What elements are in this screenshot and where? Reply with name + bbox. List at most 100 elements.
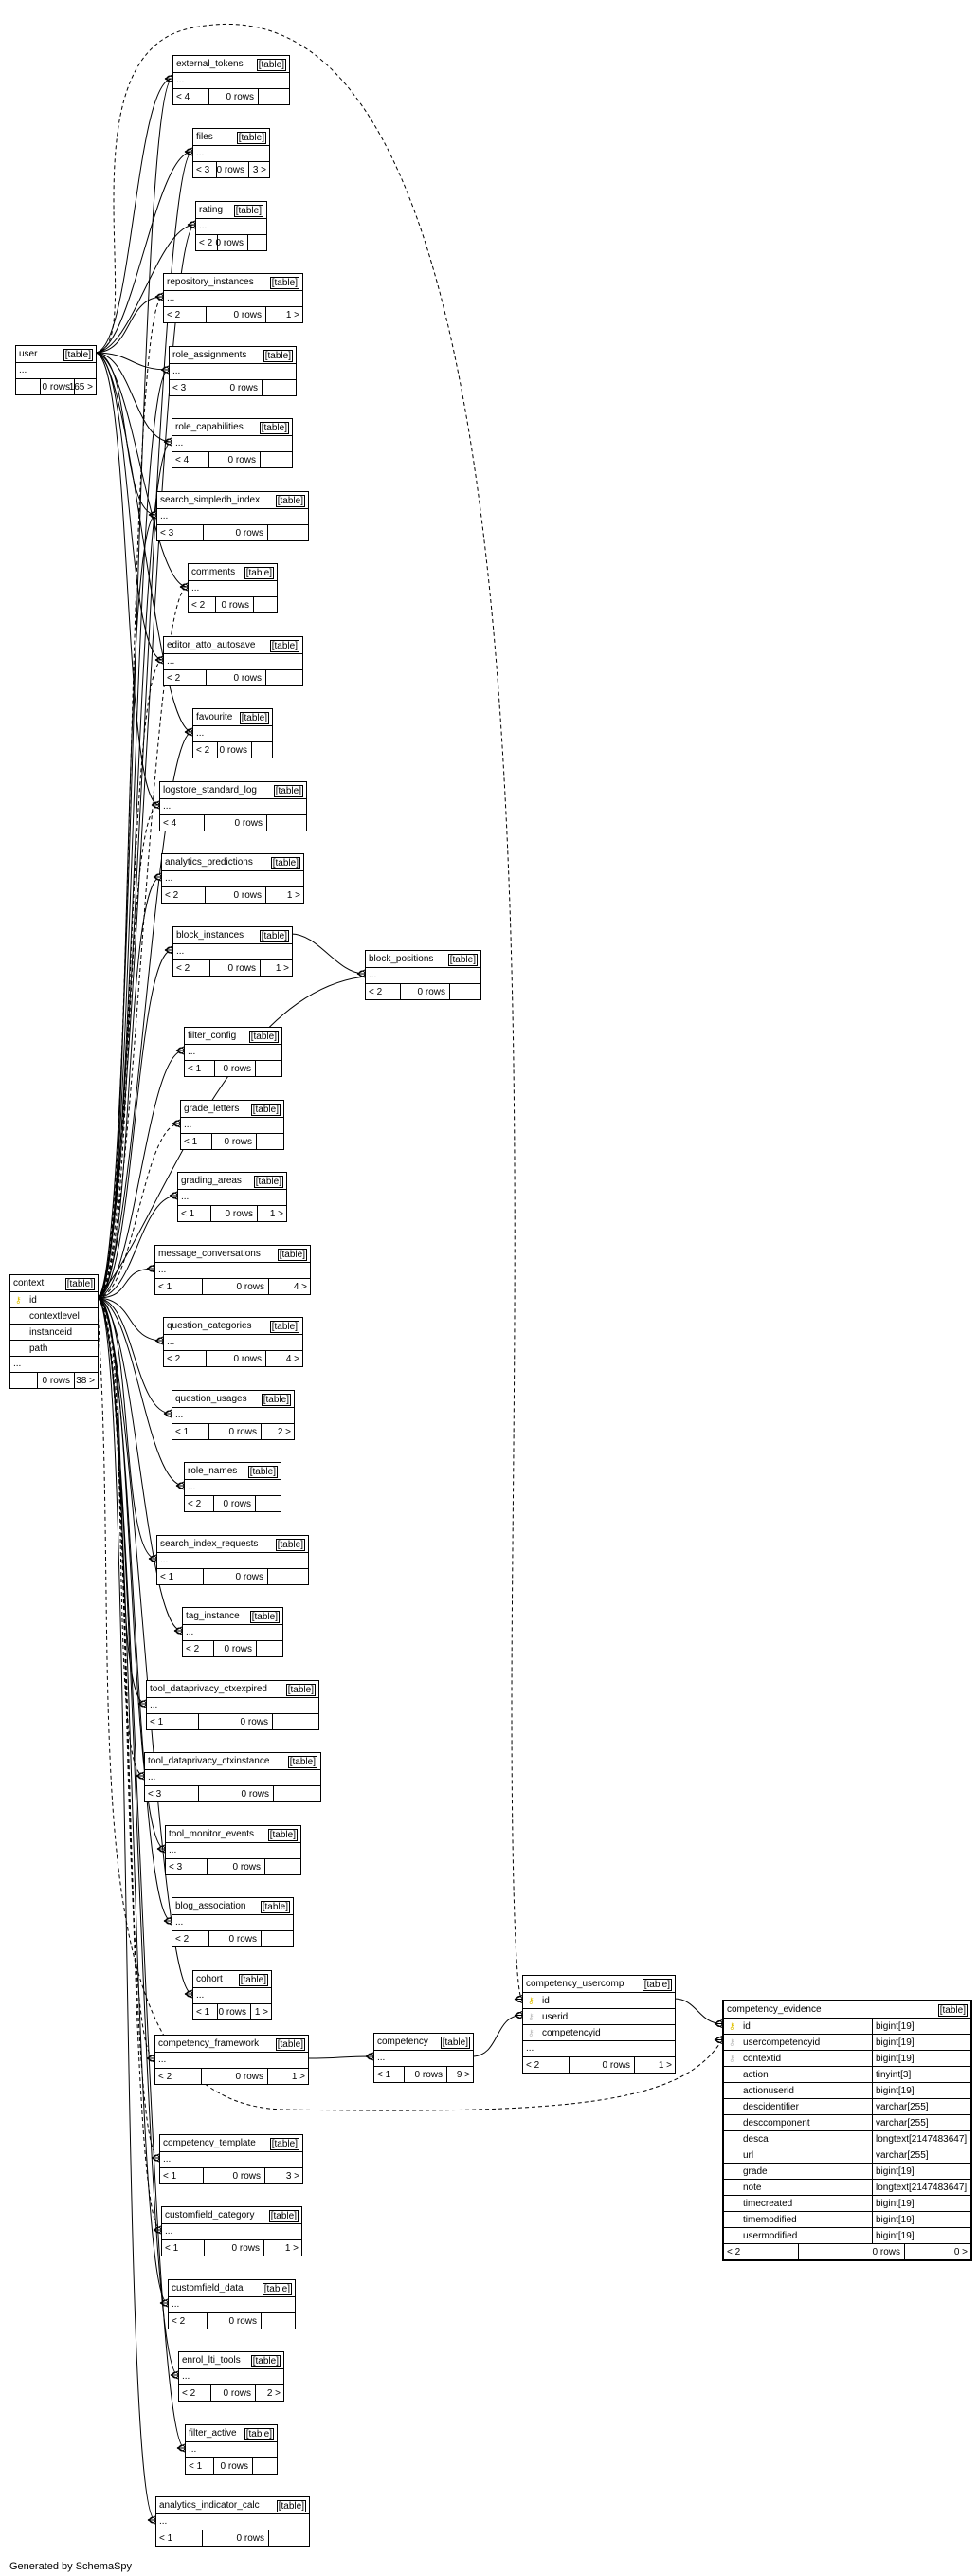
children-count[interactable]: 1 >: [284, 2243, 299, 2254]
children-count[interactable]: 1 >: [285, 310, 299, 320]
children-count[interactable]: 2 >: [277, 1427, 291, 1437]
children-count[interactable]: 4 >: [285, 1354, 299, 1364]
row-count: 0 rows: [231, 2243, 260, 2254]
parents-count[interactable]: < 3: [160, 528, 174, 539]
children-count[interactable]: 38 >: [76, 1376, 95, 1386]
parents-count[interactable]: < 2: [186, 1644, 200, 1654]
parents-count[interactable]: < 4: [176, 92, 190, 102]
children-count[interactable]: 1 >: [658, 2060, 672, 2071]
parents-count[interactable]: < 2: [158, 2072, 172, 2082]
children-count[interactable]: 1 >: [286, 890, 300, 901]
parents-count[interactable]: < 2: [175, 1934, 190, 1945]
children-count[interactable]: 2 >: [266, 2388, 281, 2399]
parents-count[interactable]: < 2: [176, 963, 190, 974]
table-type-tag: [table]: [273, 785, 303, 797]
children-count[interactable]: 9 >: [456, 2070, 470, 2080]
children-count[interactable]: 1 >: [254, 2007, 268, 2018]
children-count[interactable]: 165 >: [68, 382, 93, 393]
parents-count[interactable]: < 4: [175, 455, 190, 466]
parents-count[interactable]: < 2: [172, 2316, 186, 2327]
children-count[interactable]: 1 >: [275, 963, 289, 974]
children-count[interactable]: 4 >: [293, 1282, 307, 1292]
parents-count[interactable]: < 2: [196, 745, 210, 756]
parents-count[interactable]: < 1: [188, 1064, 202, 1074]
parents-count[interactable]: < 1: [163, 2171, 177, 2182]
parents-count[interactable]: < 1: [158, 1282, 172, 1292]
parents-count[interactable]: < 2: [165, 890, 179, 901]
parents-count[interactable]: < 3: [196, 165, 210, 175]
parents-count[interactable]: < 2: [526, 2060, 540, 2071]
children-count[interactable]: 3 >: [285, 2171, 299, 2182]
children-count[interactable]: 1 >: [269, 1209, 283, 1219]
parents-count[interactable]: < 1: [165, 2243, 179, 2254]
parents-count[interactable]: < 2: [191, 600, 206, 611]
parents-count[interactable]: < 3: [169, 1862, 183, 1873]
children-count[interactable]: 0 >: [953, 2247, 968, 2257]
parents-count[interactable]: < 3: [172, 383, 187, 393]
table-name: competency: [377, 2037, 428, 2047]
parents-count[interactable]: < 1: [196, 2007, 210, 2018]
table-competency-usercomp[interactable]: competency_usercomp[table]⚷id⚷userid⚷com…: [522, 1975, 676, 2074]
parents-count[interactable]: < 4: [163, 818, 177, 829]
parents-count[interactable]: < 1: [160, 1572, 174, 1582]
parents-count[interactable]: < 2: [727, 2247, 741, 2257]
parents-count[interactable]: < 2: [369, 987, 383, 997]
parents-count[interactable]: < 1: [377, 2070, 391, 2080]
children-count[interactable]: 1 >: [291, 2072, 305, 2082]
table-tool-dataprivacy-ctxexpired[interactable]: tool_dataprivacy_ctxexpired[table]...< 1…: [146, 1680, 319, 1730]
parents-count[interactable]: < 2: [167, 310, 181, 320]
parents-count[interactable]: < 2: [188, 1499, 202, 1509]
children-count[interactable]: 3 >: [252, 165, 266, 175]
parents-count[interactable]: < 1: [184, 1137, 198, 1147]
parents-count[interactable]: < 1: [181, 1209, 195, 1219]
parents-count[interactable]: < 3: [148, 1789, 162, 1800]
parents-count[interactable]: < 1: [175, 1427, 190, 1437]
parents-count[interactable]: < 1: [189, 2461, 203, 2472]
parents-count[interactable]: < 2: [182, 2388, 196, 2399]
table-type-tag: [table]: [263, 350, 293, 362]
table-tool-dataprivacy-ctxinstance[interactable]: tool_dataprivacy_ctxinstance[table]...< …: [144, 1752, 321, 1802]
parents-count[interactable]: < 2: [199, 238, 213, 248]
parents-count[interactable]: < 2: [167, 673, 181, 684]
parents-count[interactable]: < 1: [159, 2533, 173, 2544]
parents-count[interactable]: < 1: [150, 1717, 164, 1727]
parents-count[interactable]: < 2: [167, 1354, 181, 1364]
